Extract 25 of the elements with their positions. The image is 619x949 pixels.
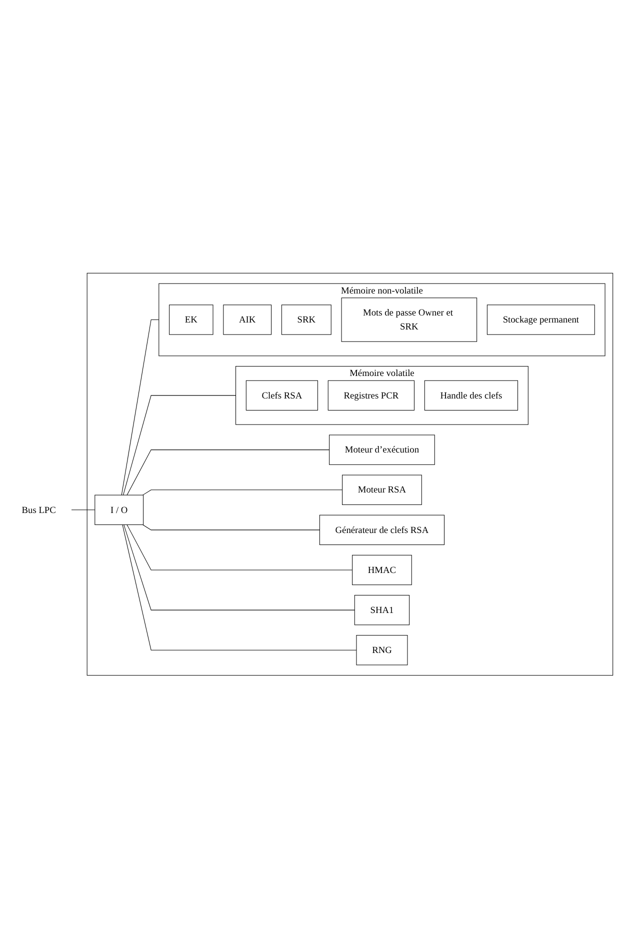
node-box: SRK — [281, 304, 332, 336]
node-box: Stockage permanent — [486, 304, 595, 336]
connector — [122, 524, 357, 651]
node-box: RNG — [356, 635, 408, 666]
connector — [142, 524, 320, 530]
node-box: HMAC — [352, 555, 412, 586]
node-box: Moteur RSA — [342, 475, 422, 506]
connector — [124, 524, 355, 611]
node-box: Générateur de clefs RSA — [319, 515, 444, 546]
node-box: Clefs RSA — [246, 380, 318, 411]
connector — [142, 490, 343, 496]
node-box: SHA1 — [354, 595, 410, 626]
connector — [126, 524, 353, 570]
node-box: Registres PCR — [328, 380, 414, 411]
connector — [121, 320, 160, 496]
node-box: Mots de passe Owner et SRK — [341, 298, 478, 342]
node-box: Moteur d’exécution — [329, 434, 435, 466]
node-box: EK — [169, 304, 214, 336]
cluster — [86, 273, 614, 676]
node-box: Handle des clefs — [424, 380, 518, 411]
node-text: Bus LPC — [22, 504, 56, 516]
node-box: AIK — [223, 304, 272, 336]
connector — [126, 450, 330, 496]
connector — [122, 395, 236, 496]
node-box: I / O — [94, 495, 144, 526]
